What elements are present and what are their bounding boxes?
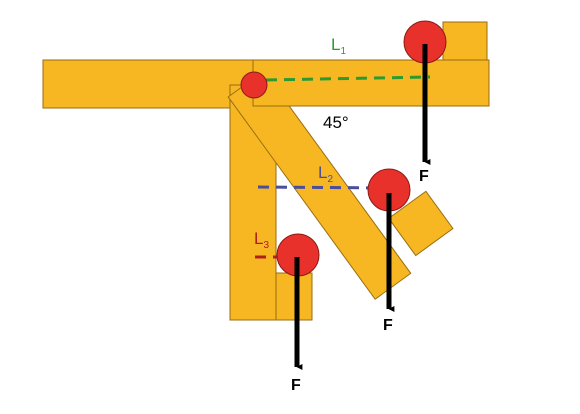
fixed-horizontal-beam: [42, 59, 254, 109]
vertical-arm-tip-block: [275, 272, 313, 321]
force-label-1: F: [419, 168, 429, 185]
diagonal-arm-tip-block: [387, 190, 454, 257]
horizontal-arm-beam: [252, 59, 490, 107]
angle-label: 45°: [323, 113, 349, 132]
lever-arm-l1-label: L1: [331, 35, 346, 57]
horizontal-arm-tip-block: [442, 21, 488, 61]
force-label-3: F: [291, 377, 301, 394]
pivot-circle-icon: [240, 71, 268, 99]
diagonal-tip-block-group: [387, 190, 454, 257]
lever-arm-l3-label: L3: [254, 229, 269, 251]
lever-arm-l2-label: L2: [318, 163, 333, 185]
force-label-2: F: [383, 317, 393, 334]
lever-arm-l1-line: [265, 75, 431, 82]
